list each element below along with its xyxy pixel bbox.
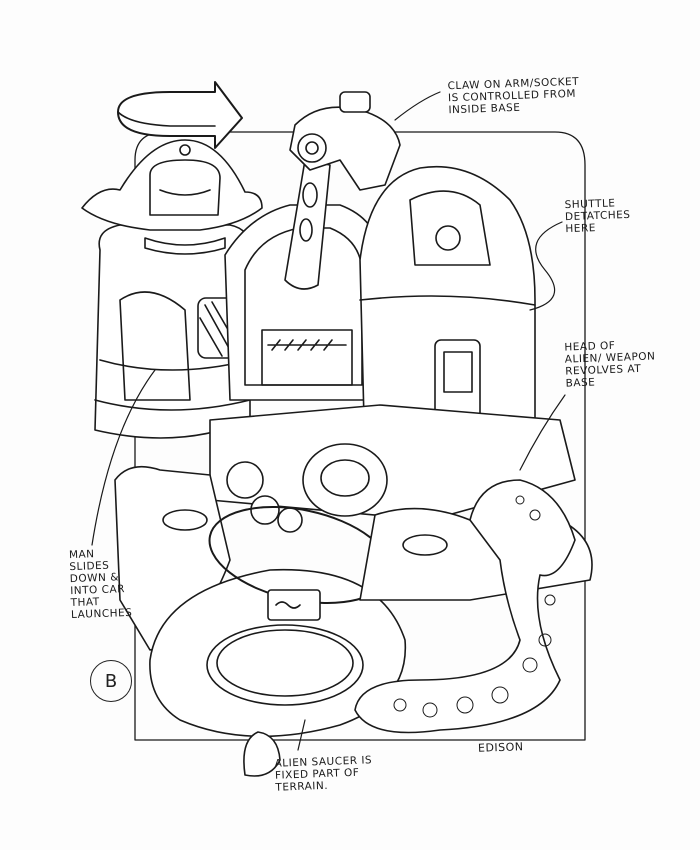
rotation-arrow-icon [117, 81, 243, 149]
leader-alien-head [519, 394, 566, 471]
leader-claw [394, 91, 441, 121]
leader-saucer [297, 719, 306, 751]
leader-shuttle [529, 221, 563, 311]
annotation-shuttle: Shuttle detatches here [564, 197, 631, 236]
annotation-claw: Claw on arm/socket is controlled from in… [447, 75, 580, 117]
claw-arm [284, 91, 401, 290]
panel-frame [134, 131, 586, 741]
dome-pod [81, 139, 263, 255]
leader-man-slides [91, 369, 156, 546]
launch-car [226, 443, 388, 533]
panel-label-badge: B [90, 660, 132, 702]
annotation-man-slides: Man slides down & into car that launches [68, 548, 133, 622]
artist-signature: Edison [477, 740, 524, 755]
annotation-saucer: Alien saucer is fixed part of terrain. [274, 754, 373, 794]
alien-serpent [354, 479, 576, 734]
alien-saucer [149, 506, 407, 777]
annotation-alien-head: Head of alien/ weapon revolves at base [564, 339, 656, 390]
